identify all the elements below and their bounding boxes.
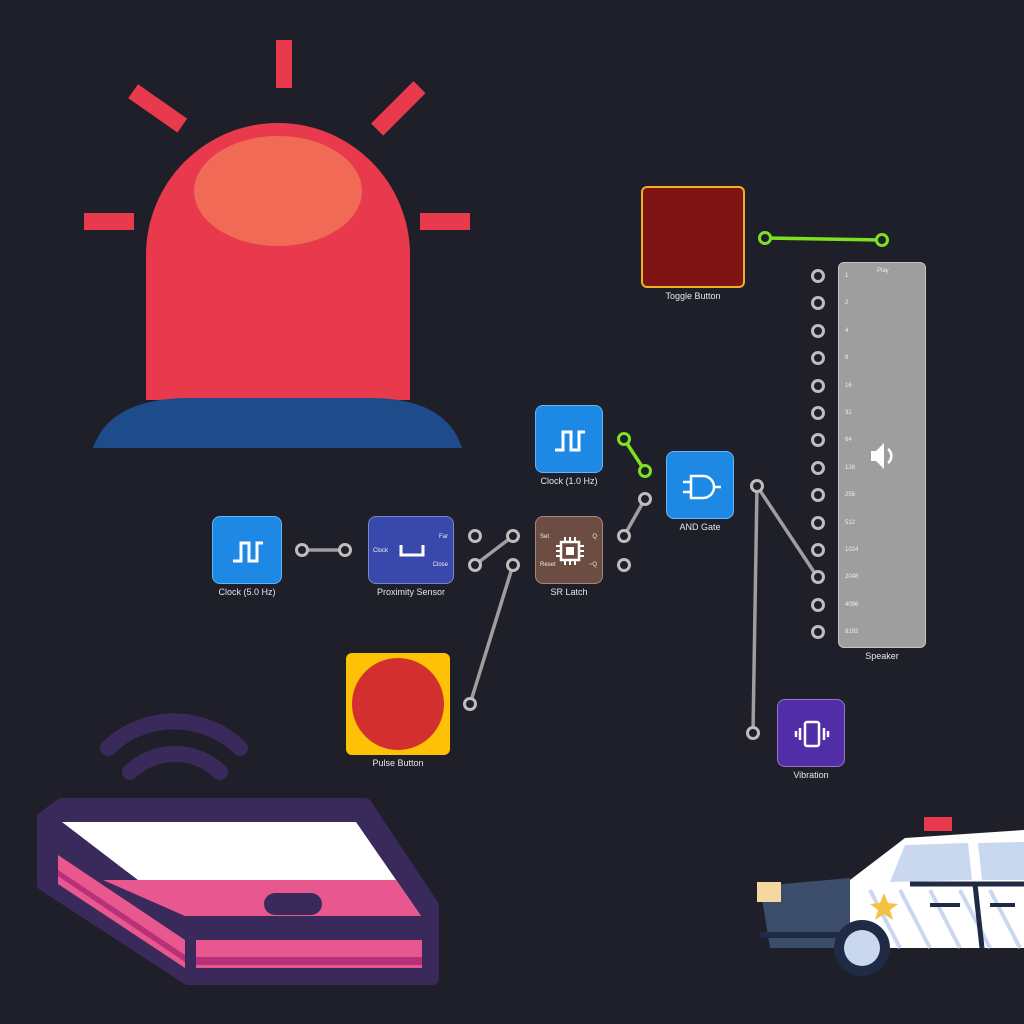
clock-1hz-output-port[interactable] (617, 432, 631, 446)
latch-q-output-port[interactable] (617, 529, 631, 543)
square-wave-icon (555, 430, 585, 452)
speaker-label: Speaker (865, 651, 899, 661)
latch-set-input-port[interactable] (506, 529, 520, 543)
speaker-input-label: 4 (845, 327, 849, 334)
latch-reset-label: Reset (540, 562, 556, 568)
clock-5hz-output-port[interactable] (295, 543, 309, 557)
speaker-input-port-128[interactable] (811, 460, 825, 475)
smartphone-illustration (37, 713, 439, 985)
and-gate-node[interactable] (666, 451, 734, 519)
proximity-close-output-label: Close (432, 562, 448, 568)
siren-light-illustration (84, 40, 470, 448)
vibration-node[interactable] (777, 699, 845, 767)
proximity-far-output-port[interactable] (468, 529, 482, 543)
speaker-node[interactable]: Play 1 2 4 8 16 32 64 128 256 512 1024 2048 4096 8192 (838, 262, 926, 648)
latch-reset-input-port[interactable] (506, 558, 520, 572)
speaker-input-label: 8192 (845, 629, 859, 636)
pulse-output-port[interactable] (463, 697, 477, 711)
speaker-input-label: 2048 (845, 574, 859, 581)
toggle-button-node[interactable] (641, 186, 745, 288)
speaker-input-label: 16 (845, 382, 852, 389)
speaker-input-port-4096[interactable] (811, 597, 825, 612)
latch-nq-output-port[interactable] (617, 558, 631, 572)
proximity-icon (399, 545, 425, 557)
speaker-input-label: 2 (845, 300, 849, 307)
and-gate-icon (683, 474, 721, 500)
speaker-input-port-1[interactable] (811, 269, 825, 283)
speaker-input-label: 128 (845, 464, 856, 471)
pulse-button-face[interactable] (352, 658, 444, 750)
proximity-sensor-label: Proximity Sensor (376, 587, 446, 597)
speaker-input-label: 1024 (845, 547, 859, 553)
speaker-input-port-64[interactable] (811, 433, 825, 448)
vibration-input-port[interactable] (746, 726, 760, 740)
clock-5hz-node[interactable] (212, 516, 282, 584)
and-output-port[interactable] (750, 479, 764, 493)
and-input-a-port[interactable] (638, 464, 652, 478)
proximity-far-output-label: Far (439, 534, 448, 540)
and-gate-label: AND Gate (679, 522, 721, 532)
toggle-button-label: Toggle Button (665, 291, 721, 301)
clock-5hz-label: Clock (5.0 Hz) (218, 587, 276, 597)
speaker-input-label: 32 (845, 410, 852, 416)
police-car-illustration (757, 817, 1024, 976)
speaker-input-port-4[interactable] (811, 323, 825, 338)
latch-set-label: Set (540, 534, 550, 540)
speaker-input-port-8192[interactable] (811, 625, 825, 640)
speaker-input-port-1024[interactable] (811, 543, 825, 557)
sr-latch-label: SR Latch (550, 587, 588, 597)
speaker-input-port-2[interactable] (811, 296, 825, 311)
square-wave-icon (233, 541, 263, 563)
proximity-clock-input-label: Clock (373, 548, 389, 554)
chip-icon (556, 537, 584, 565)
clock-1hz-label: Clock (1.0 Hz) (540, 476, 598, 486)
speaker-input-port-8[interactable] (811, 351, 825, 366)
speaker-input-label: 4096 (845, 601, 859, 608)
speaker-play-label: Play (877, 268, 889, 274)
speaker-icon (871, 443, 893, 469)
latch-q-label: Q (592, 534, 597, 540)
speaker-input-label: 512 (845, 519, 856, 526)
proximity-close-output-port[interactable] (468, 558, 482, 572)
latch-nq-label: ~Q (588, 562, 597, 568)
pulse-button-node[interactable] (346, 653, 450, 755)
sr-latch-node[interactable]: Set Reset Q ~Q (535, 516, 603, 584)
proximity-sensor-node[interactable]: Clock Far Close (368, 516, 454, 584)
and-input-b-port[interactable] (638, 492, 652, 506)
pulse-button-label: Pulse Button (372, 758, 424, 768)
proximity-clock-input-port[interactable] (338, 543, 352, 557)
speaker-input-port-512[interactable] (811, 515, 825, 530)
speaker-play-input-port[interactable] (875, 233, 889, 247)
vibration-icon (794, 720, 830, 748)
speaker-input-label: 64 (845, 437, 852, 444)
clock-1hz-node[interactable] (535, 405, 603, 473)
speaker-input-port-32[interactable] (811, 406, 825, 420)
speaker-input-label: 8 (845, 355, 849, 362)
speaker-input-port-2048[interactable] (811, 570, 825, 585)
speaker-input-port-256[interactable] (811, 488, 825, 503)
speaker-input-port-16[interactable] (811, 378, 825, 393)
speaker-input-label: 1 (845, 273, 849, 279)
toggle-output-port[interactable] (758, 231, 772, 245)
vibration-label: Vibration (793, 770, 829, 780)
speaker-input-label: 256 (845, 492, 856, 499)
